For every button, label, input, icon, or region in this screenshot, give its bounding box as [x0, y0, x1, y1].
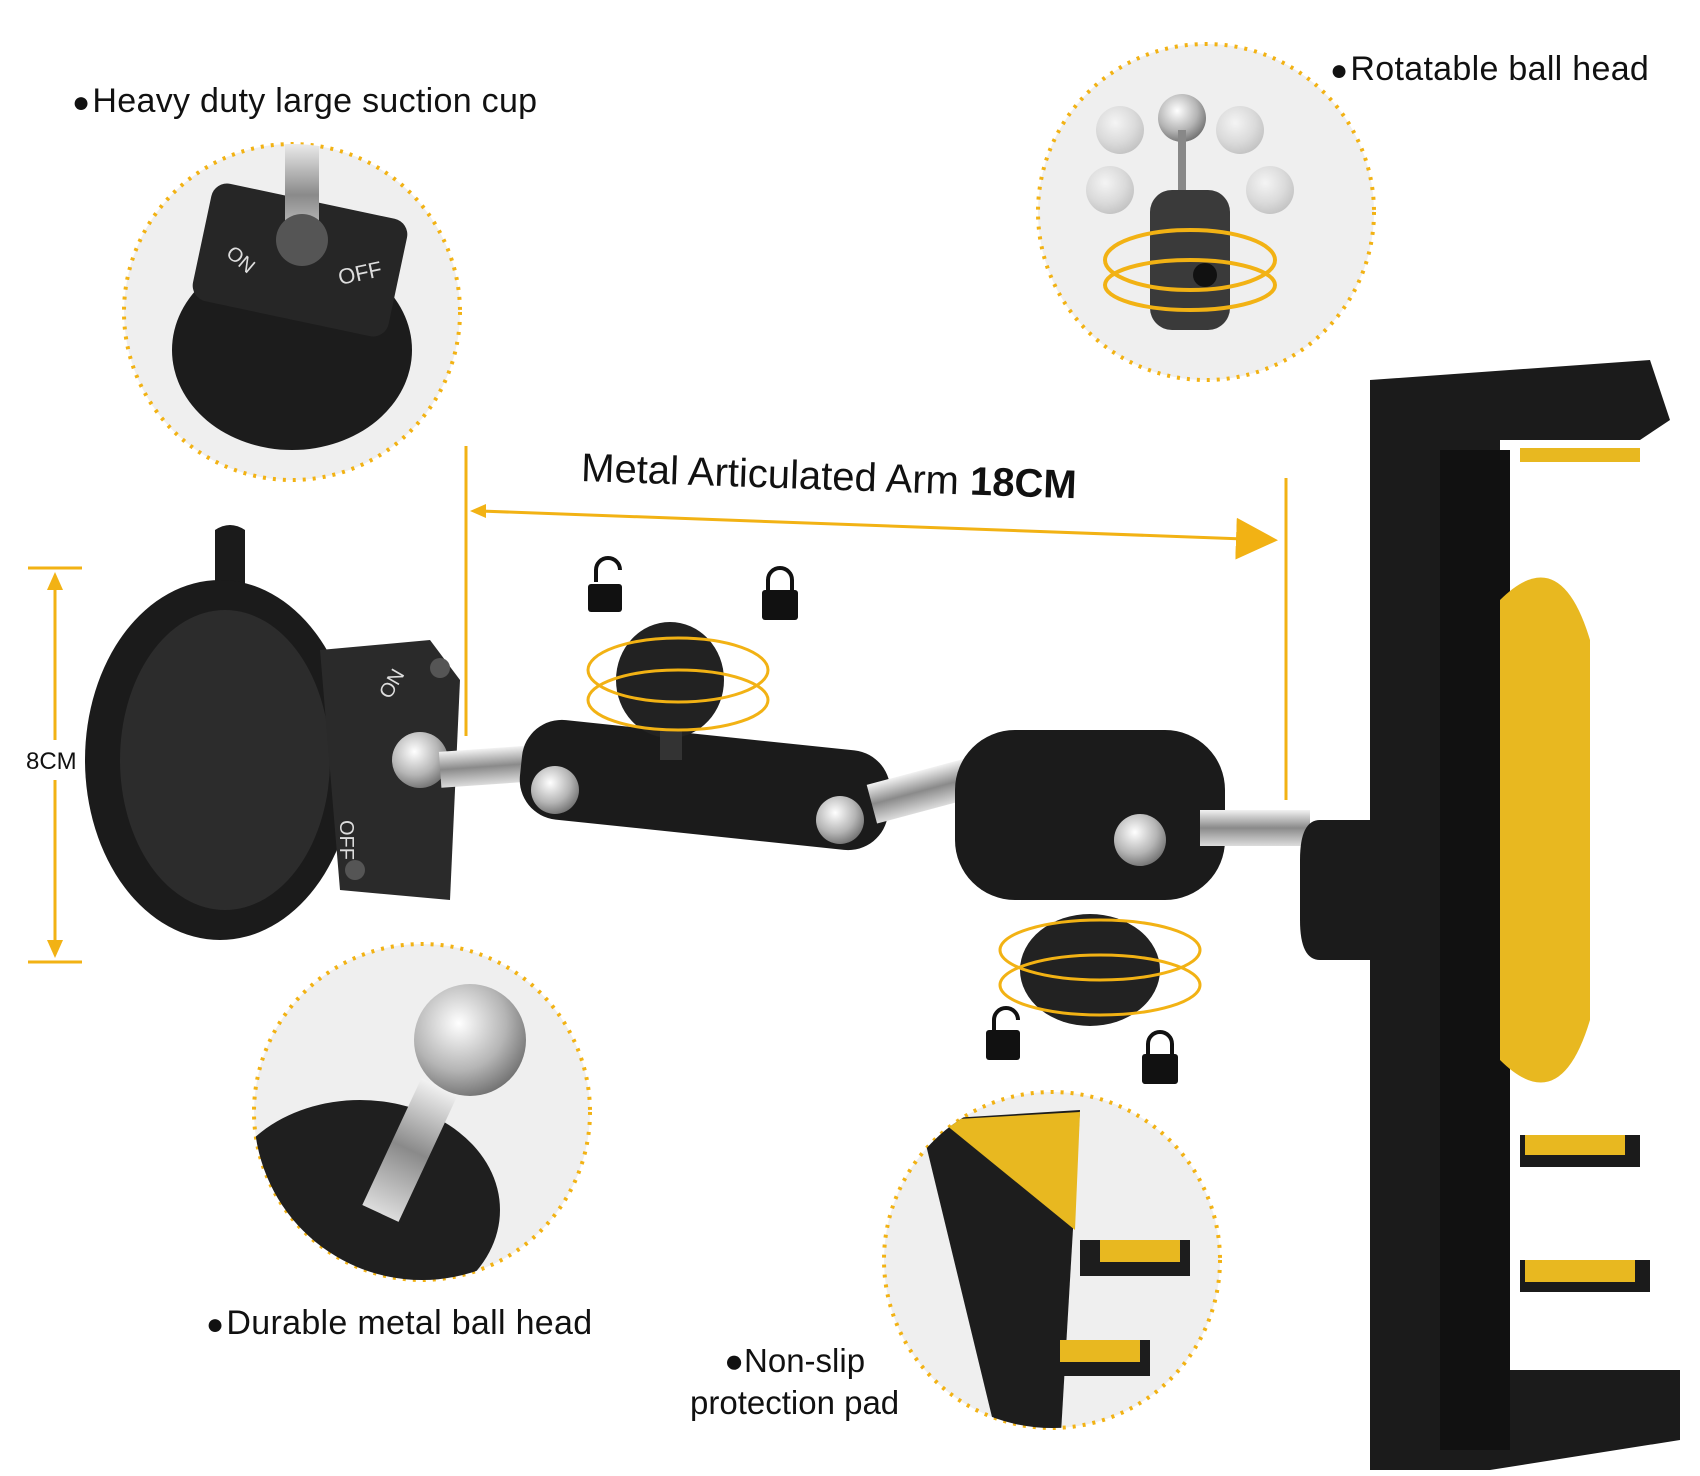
non-slip-pad-callout: ●Non-slip protection pad [690, 1342, 900, 1421]
suction-cup-detail-circle: ON OFF [122, 142, 462, 482]
non-slip-pad-detail-circle [882, 1090, 1222, 1430]
rotatable-ball-detail-circle [1036, 42, 1376, 382]
base-height-dimension [28, 566, 82, 964]
articulated-arm [438, 622, 1310, 1026]
base-height-label: 8CM [26, 748, 77, 775]
rotatable-ball-callout: ●Rotatable ball head [1330, 50, 1650, 88]
unlock-icon [588, 556, 622, 612]
bullet-icon: ● [72, 86, 91, 119]
svg-text:OFF: OFF [335, 820, 357, 860]
bullet-icon: ● [206, 1308, 225, 1341]
lock-icon [762, 566, 798, 620]
suction-cup-base: ON OFF [85, 525, 460, 940]
bullet-icon: ● [724, 1342, 745, 1379]
bullet-icon: ● [1330, 54, 1349, 87]
metal-ball-callout: ●Durable metal ball head [206, 1304, 593, 1342]
unlock-icon [986, 1006, 1020, 1060]
tablet-holder [1300, 360, 1680, 1470]
arm-length-dimension [464, 446, 1288, 800]
suction-cup-callout: ●Heavy duty large suction cup [72, 82, 538, 120]
lock-icon [1142, 1030, 1178, 1084]
metal-ball-detail-circle [252, 942, 592, 1282]
arm-length-value: 18CM [969, 459, 1078, 508]
